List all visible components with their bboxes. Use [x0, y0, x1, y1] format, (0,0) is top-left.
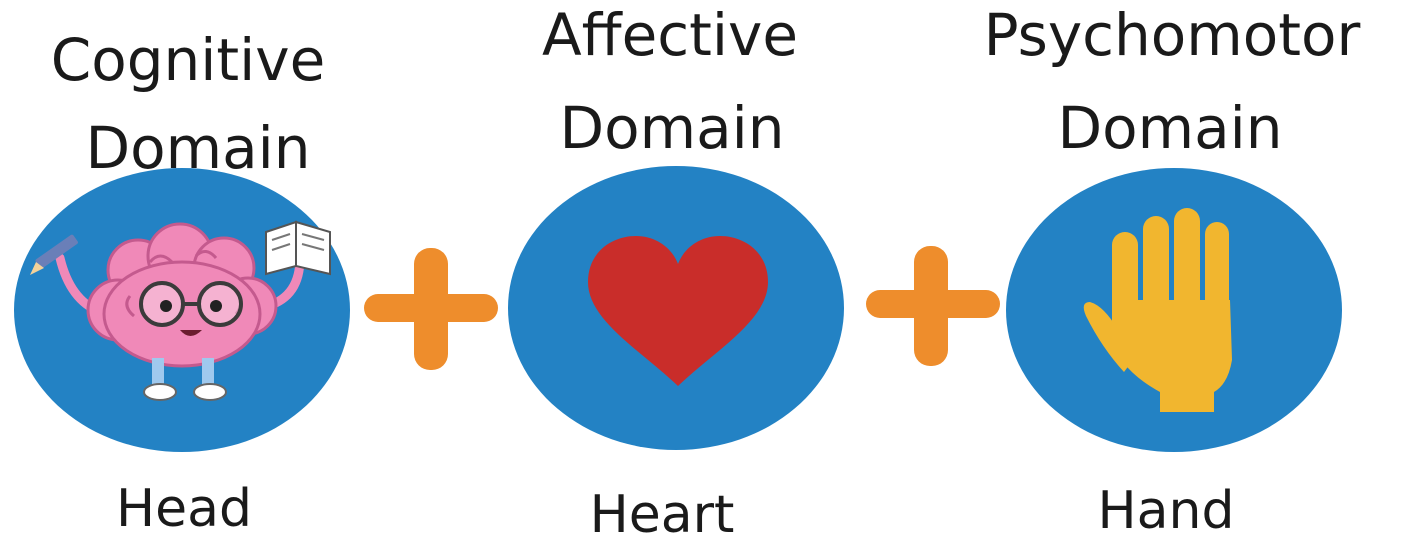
- plus-icon: [866, 246, 1000, 366]
- psychomotor-domain-group: Psychomotor Domain Hand: [984, 1, 1361, 538]
- affective-domain-group: Affective Domain Heart: [508, 1, 844, 538]
- cognitive-domain-group: Cognitive Domain: [14, 26, 350, 538]
- affective-domain-title-line2: Domain: [559, 94, 784, 162]
- hand-icon: [1083, 208, 1232, 412]
- psychomotor-domain-caption: Hand: [1098, 481, 1235, 538]
- brain-icon: [30, 220, 331, 401]
- heart-icon: [588, 236, 768, 386]
- psychomotor-domain-title-line1: Psychomotor: [984, 1, 1361, 69]
- pencil-icon: [30, 234, 78, 275]
- cognitive-domain-caption: Head: [116, 479, 252, 538]
- glasses-icon: [139, 281, 243, 327]
- cognitive-domain-title-line1: Cognitive: [51, 26, 326, 94]
- affective-domain-caption: Heart: [590, 485, 735, 538]
- psychomotor-domain-title-line2: Domain: [1057, 94, 1282, 162]
- book-icon: [265, 220, 331, 276]
- plus-icon: [364, 248, 498, 370]
- affective-domain-title-line1: Affective: [542, 1, 798, 69]
